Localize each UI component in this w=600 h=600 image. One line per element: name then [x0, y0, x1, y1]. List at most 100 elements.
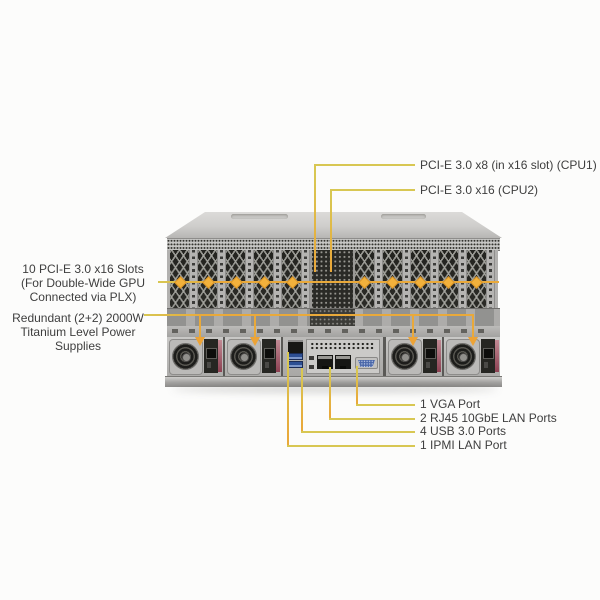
psu-fan-hub [458, 352, 468, 362]
label-pcie-x8: PCI-E 3.0 x8 (in x16 slot) (CPU1) [420, 158, 597, 172]
pcie-slot-area [167, 250, 498, 308]
psu-bay [481, 339, 495, 373]
silkscreen-marks [172, 329, 495, 333]
psu-fan-hub [239, 352, 249, 362]
slot-rail [458, 250, 467, 308]
psu-bay [262, 339, 276, 373]
psu-handle [437, 340, 441, 372]
cpu-slot-area [310, 250, 355, 308]
slot-rail [217, 250, 226, 308]
label-gpu-slots-line3: Connected via PLX) [29, 290, 137, 304]
slot-rail [374, 250, 383, 308]
callout-line-vga [356, 404, 415, 406]
chassis [165, 211, 502, 387]
lan-tab [322, 366, 328, 369]
label-usb: 4 USB 3.0 Ports [420, 424, 507, 438]
callout-line-pcie-x8 [314, 164, 415, 166]
ipmi-lan-port [288, 340, 303, 353]
io-connector-mark [309, 365, 314, 369]
label-gpu-slots: 10 PCI-E 3.0 x16 Slots (For Double-Wide … [10, 262, 156, 304]
usb-ports [288, 353, 303, 369]
psu-pointer [472, 314, 474, 338]
power-inlet [483, 348, 494, 359]
psu-io-row [167, 337, 500, 376]
power-inlet [264, 348, 275, 359]
lan-tab [340, 366, 346, 369]
slot-rail [430, 250, 439, 308]
callout-line-pcie-x16 [330, 189, 415, 191]
psu-arrow [468, 337, 478, 346]
lan-contacts [318, 356, 332, 359]
slot-rail [245, 250, 254, 308]
psu-fan-frame [227, 339, 261, 375]
cpu-slot-lower [310, 309, 355, 326]
psu-fan [449, 343, 476, 370]
power-inlet [206, 348, 217, 359]
callout-line-vga [356, 366, 358, 406]
slot-rail [301, 250, 310, 308]
callout-line-pcie-x16 [330, 189, 332, 272]
callout-line-gpu-slots [158, 281, 499, 283]
psu-latch [207, 362, 211, 368]
callout-line-power [144, 314, 474, 316]
bottom-rail [165, 376, 502, 387]
io-plate [306, 339, 380, 374]
psu-fan [391, 343, 418, 370]
vga-connector [358, 360, 375, 367]
label-pcie-x16: PCI-E 3.0 x16 (CPU2) [420, 183, 539, 197]
cover-recess-right [381, 214, 426, 219]
top-cover [165, 212, 502, 238]
psu-bay [423, 339, 437, 373]
label-power-line1: Redundant (2+2) 2000W [12, 311, 144, 325]
usb-port [288, 361, 303, 368]
right-bezel [495, 250, 498, 308]
label-gpu-slots-line2: (For Double-Wide GPU [20, 276, 146, 290]
psu-fan-frame [446, 339, 480, 375]
vga-port [355, 357, 378, 369]
label-vga: 1 VGA Port [420, 397, 481, 411]
psu-pointer [199, 314, 201, 338]
callout-line-pcie-x8 [314, 164, 316, 272]
lan-contacts [336, 356, 350, 359]
psu-pointer [412, 314, 414, 338]
callout-line-lan [329, 367, 331, 420]
callout-line-usb [301, 368, 303, 433]
psu-fan-hub [181, 352, 191, 362]
power-inlet [425, 348, 436, 359]
vent-holes [310, 342, 374, 350]
slot-rail [486, 250, 495, 308]
psu-bay [204, 339, 218, 373]
psu-fan-hub [400, 352, 410, 362]
psu-pointer [254, 314, 256, 338]
psu-latch [484, 362, 488, 368]
psu-handle [218, 340, 222, 372]
chassis-shadow [172, 385, 498, 393]
psu-arrow [195, 337, 205, 346]
psu-fan-frame [169, 339, 203, 375]
psu-fan [230, 343, 257, 370]
psu-arrow [250, 337, 260, 346]
label-power: Redundant (2+2) 2000W Titanium Level Pow… [0, 311, 156, 353]
left-bezel [167, 250, 170, 308]
label-gpu-slots-line1: 10 PCI-E 3.0 x16 Slots [22, 262, 144, 276]
slot-rail [402, 250, 411, 308]
psu-handle [495, 340, 499, 372]
psu-latch [426, 362, 430, 368]
label-lan: 2 RJ45 10GbE LAN Ports [420, 411, 557, 425]
callout-line-usb [301, 431, 415, 433]
callout-line-ipmi [287, 352, 289, 447]
silkscreen-strip [167, 326, 500, 337]
callout-line-ipmi [287, 445, 415, 447]
io-connector-mark [309, 356, 314, 360]
slot-rail [273, 250, 282, 308]
cover-recess-left [231, 214, 288, 219]
lan-port-2 [335, 355, 351, 369]
lan-port-1 [317, 355, 333, 369]
label-power-line2: Titanium Level Power Supplies [20, 325, 136, 353]
label-ipmi: 1 IPMI LAN Port [420, 438, 507, 452]
psu-fan [172, 343, 199, 370]
psu-handle [276, 340, 280, 372]
usb-port [288, 353, 303, 360]
rear-io-panel [283, 337, 383, 376]
